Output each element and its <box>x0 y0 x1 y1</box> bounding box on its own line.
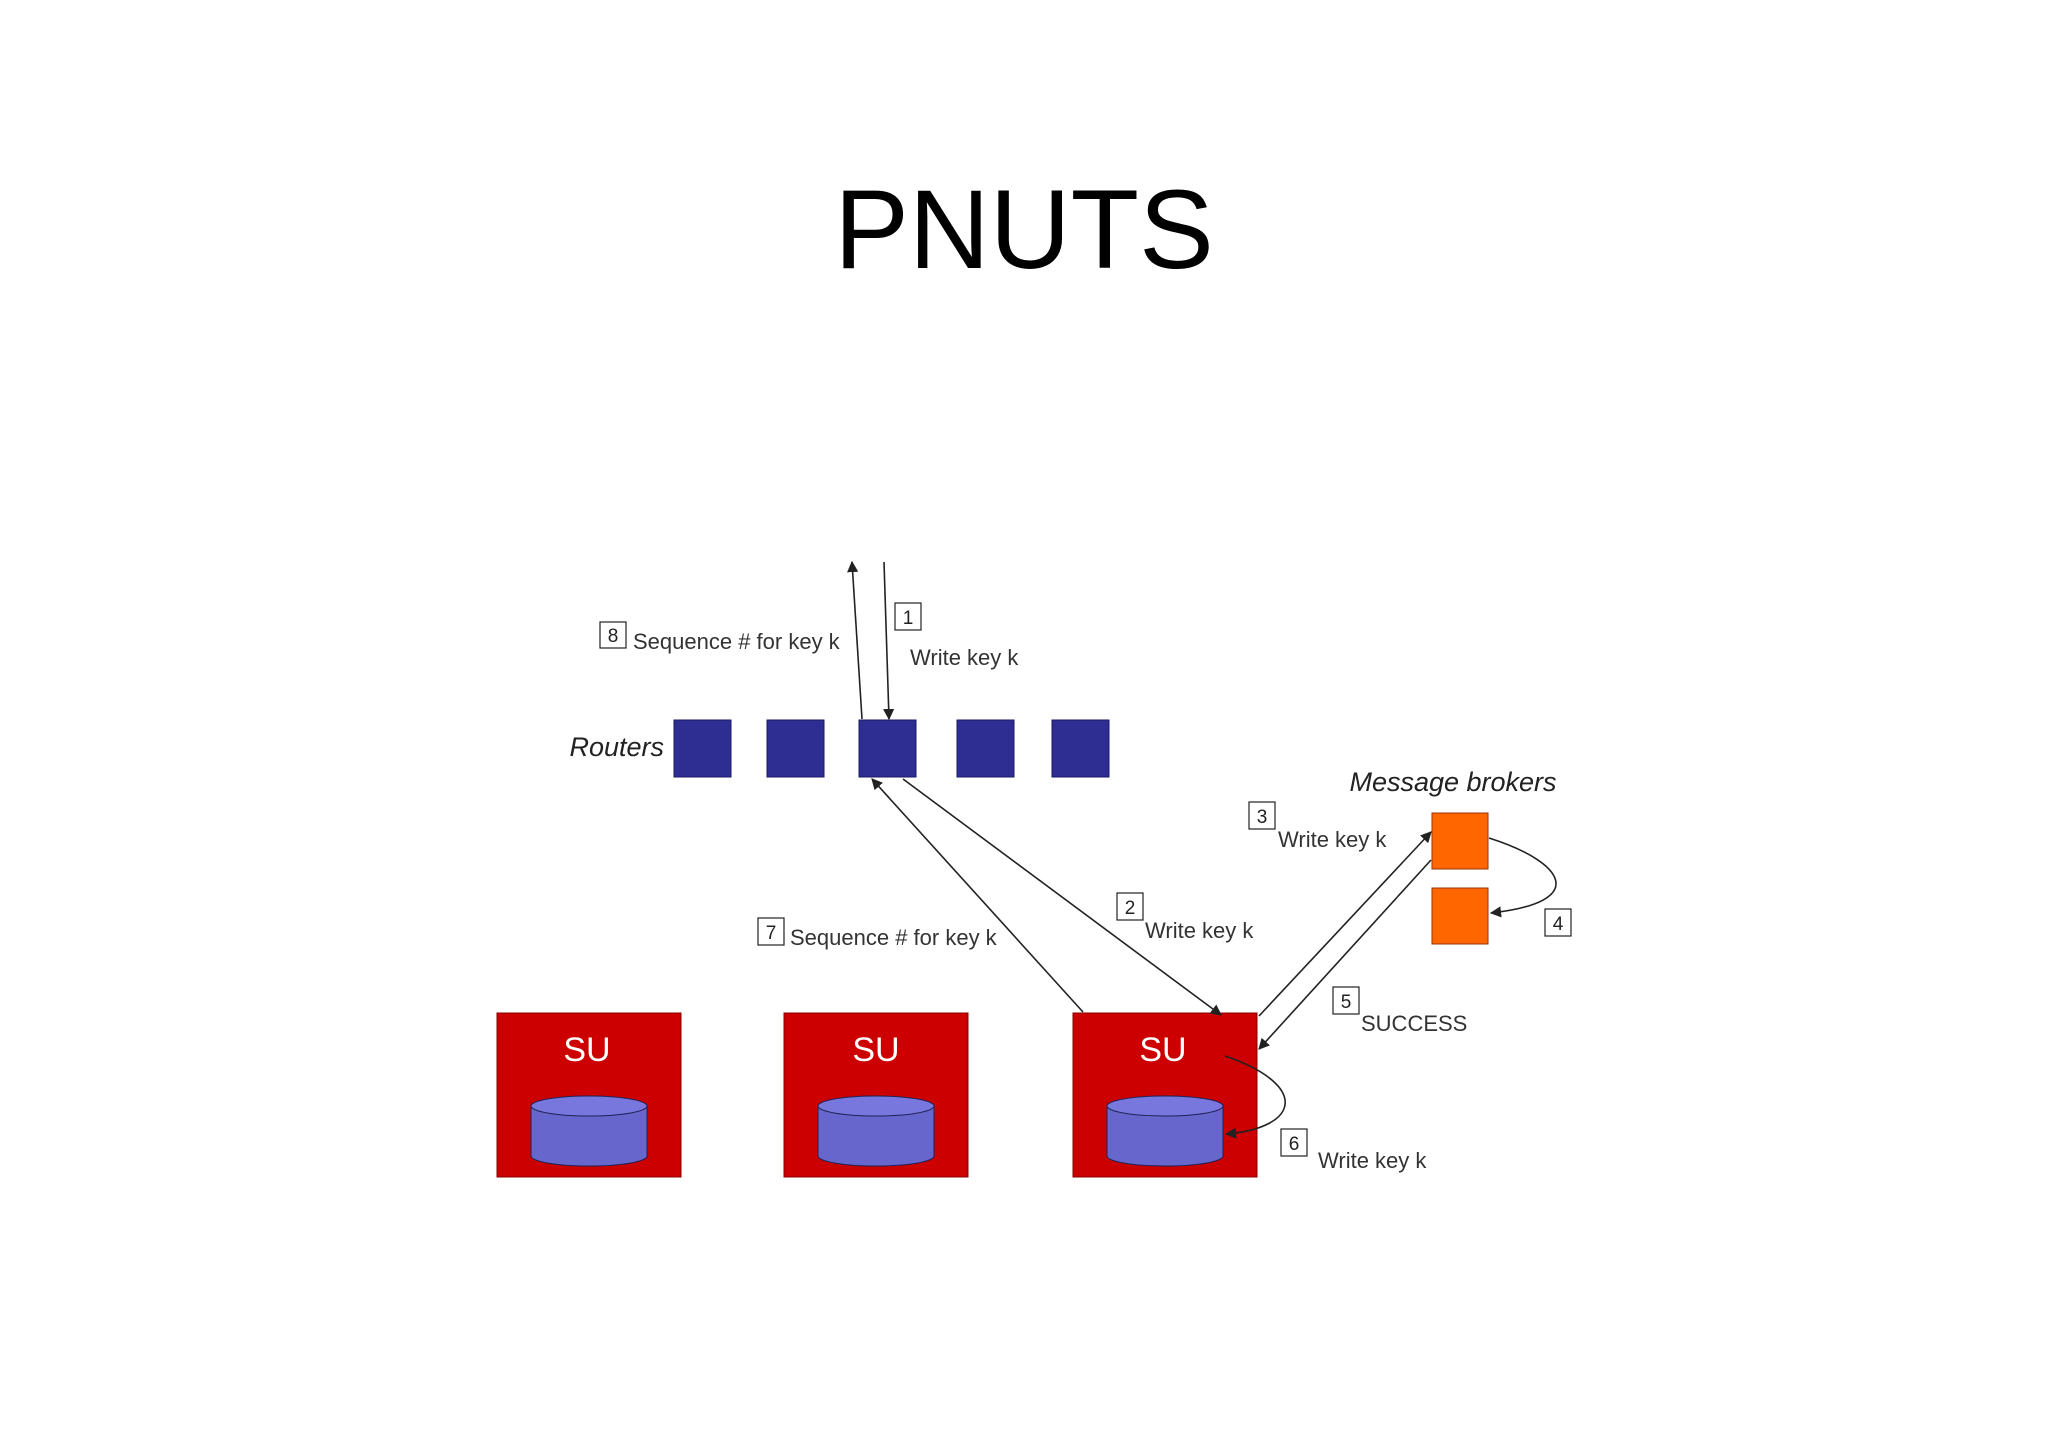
arrow-step-7 <box>871 778 1084 1013</box>
step-number: 5 <box>1341 992 1352 1013</box>
message-broker-2 <box>1431 887 1489 945</box>
arrow-step-5 <box>1258 859 1432 1050</box>
step-1: 1 Write key k <box>894 602 1019 670</box>
step-number: 4 <box>1553 914 1564 935</box>
router-2 <box>766 719 825 778</box>
storage-unit-label: SU <box>1139 1031 1186 1069</box>
step-number: 1 <box>903 608 914 629</box>
storage-unit-2: SU <box>783 1012 969 1178</box>
disk-icon <box>1106 1095 1224 1167</box>
message-broker-1 <box>1431 812 1489 870</box>
step-number-box <box>757 917 785 946</box>
step-number: 7 <box>766 923 777 944</box>
step-number-box <box>599 621 627 649</box>
arrow-step-6 <box>1224 1055 1286 1139</box>
step-3: 3 Write key k <box>1248 801 1387 852</box>
step-6: 6 Write key k <box>1280 1128 1427 1173</box>
storage-unit-3: SU <box>1072 1012 1258 1178</box>
step-label: Sequence # for key k <box>633 629 841 654</box>
storage-unit-label: SU <box>563 1031 610 1069</box>
router-5 <box>1051 719 1110 778</box>
step-label: Write key k <box>1318 1148 1427 1173</box>
arrow-step-4 <box>1488 837 1557 918</box>
step-label: Write key k <box>1278 827 1387 852</box>
step-4: 4 <box>1544 908 1572 937</box>
step-number-box <box>1332 986 1360 1015</box>
slide-title: PNUTS <box>834 167 1214 292</box>
step-label: SUCCESS <box>1361 1011 1467 1036</box>
router-1 <box>673 719 732 778</box>
step-number-box <box>1280 1128 1308 1157</box>
arrow-step-2 <box>902 778 1222 1016</box>
step-7: 7 Sequence # for key k <box>757 917 998 950</box>
step-number: 3 <box>1257 807 1268 828</box>
step-2: 2 Write key k <box>1116 892 1254 943</box>
step-number-box <box>1116 892 1144 921</box>
step-label: Write key k <box>910 645 1019 670</box>
step-label: Sequence # for key k <box>790 925 998 950</box>
step-number: 6 <box>1289 1134 1300 1155</box>
step-number-box <box>894 602 922 631</box>
arrow-step-3 <box>1258 831 1432 1017</box>
step-number-box <box>1248 801 1276 830</box>
arrow-step-1 <box>883 561 895 721</box>
storage-unit-label: SU <box>852 1031 899 1069</box>
step-number: 8 <box>608 626 619 647</box>
step-8: 8 Sequence # for key k <box>599 621 841 654</box>
message-brokers-label: Message brokers <box>1349 767 1556 797</box>
step-label: Write key k <box>1145 918 1254 943</box>
disk-icon <box>530 1095 648 1167</box>
router-3 <box>858 719 917 778</box>
disk-icon <box>817 1095 935 1167</box>
routers-label: Routers <box>569 732 664 762</box>
storage-unit-1: SU <box>496 1012 682 1178</box>
step-number: 2 <box>1125 898 1136 919</box>
arrow-step-8 <box>847 560 863 720</box>
step-number-box <box>1544 908 1572 937</box>
step-5: 5 SUCCESS <box>1332 986 1467 1036</box>
router-4 <box>956 719 1015 778</box>
